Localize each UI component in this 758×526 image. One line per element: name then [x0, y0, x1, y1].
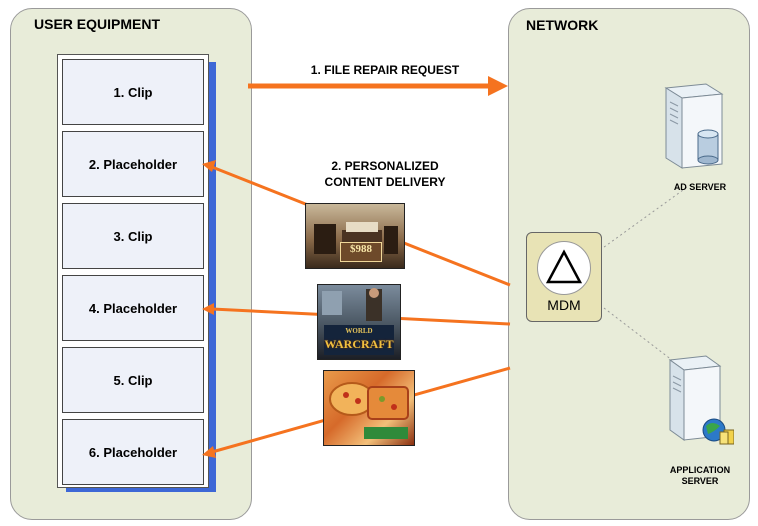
stack-cell-4-placeholder: 4. Placeholder — [62, 275, 204, 341]
file-repair-arrow-head — [488, 76, 508, 96]
furniture-ad-scene — [314, 222, 398, 254]
mdm-logo — [537, 241, 591, 295]
file-repair-label: 1. FILE REPAIR REQUEST — [310, 63, 460, 77]
pizza-ad-scene — [329, 382, 409, 439]
ad-server-label: AD SERVER — [673, 182, 727, 192]
media-stack: 1. Clip 2. Placeholder 3. Clip 4. Placeh… — [57, 54, 209, 488]
game-title-line2: WARCRAFT — [324, 337, 394, 351]
mdm-ad-server-link — [599, 184, 691, 251]
personalized-label-line2: CONTENT DELIVERY — [324, 175, 446, 189]
delivery-arrow-6 — [202, 446, 216, 458]
application-server-label-line1: APPLICATION — [669, 465, 731, 475]
stack-cell-3-clip: 3. Clip — [62, 203, 204, 269]
network-title: NETWORK — [526, 17, 599, 33]
application-server-label-line2: SERVER — [681, 476, 719, 486]
application-server-icon — [668, 355, 734, 445]
stack-cell-5-clip: 5. Clip — [62, 347, 204, 413]
delivery-arrow-4 — [202, 303, 214, 315]
ad-server-icon — [664, 83, 724, 169]
stack-cell-6-placeholder: 6. Placeholder — [62, 419, 204, 485]
game-ad-scene — [322, 288, 394, 355]
stack-cell-1-clip: 1. Clip — [62, 59, 204, 125]
furniture-ad-thumbnail: $988 — [305, 203, 405, 269]
mdm-label: MDM — [547, 297, 581, 313]
user-equipment-title: USER EQUIPMENT — [34, 16, 161, 32]
game-title-line1: WORLD — [345, 327, 373, 335]
delivery-arrow-2 — [202, 160, 216, 172]
triangle-icon — [545, 249, 583, 284]
personalized-label-line1: 2. PERSONALIZED — [331, 159, 439, 173]
mdm-node: MDM — [526, 232, 602, 322]
game-ad-thumbnail: WORLD WARCRAFT — [317, 284, 401, 360]
pizza-ad-thumbnail — [323, 370, 415, 446]
furniture-price-tag: $988 — [340, 242, 382, 262]
